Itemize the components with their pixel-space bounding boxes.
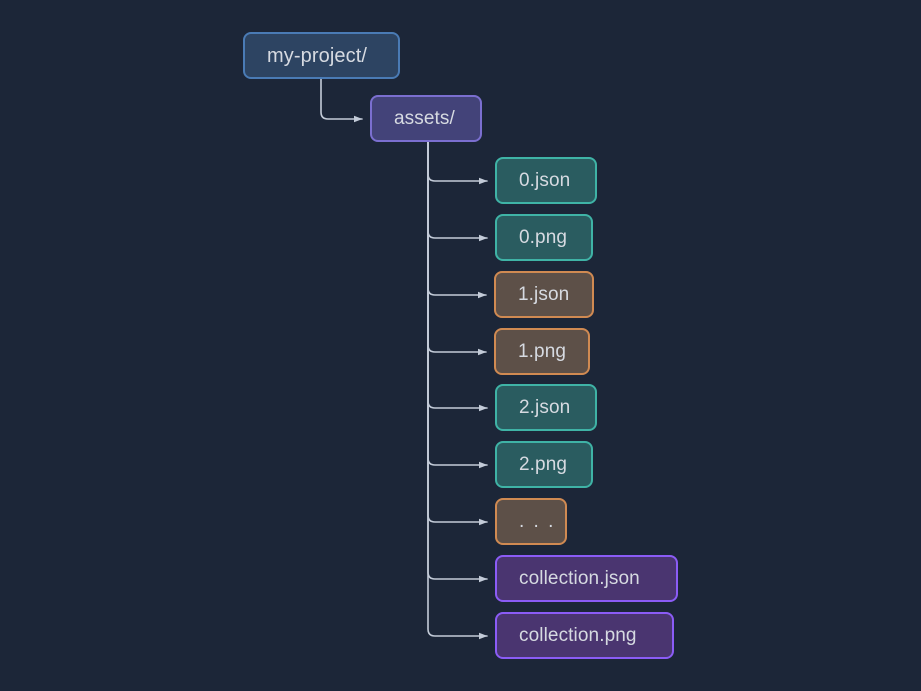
node-1-json[interactable]: 1.json: [494, 271, 594, 318]
node-my-project[interactable]: my-project/: [243, 32, 400, 79]
node-label-collection-json: collection.json: [519, 568, 640, 589]
edge-assets-to-1-json: [427, 141, 487, 299]
node-label-assets: assets/: [394, 108, 455, 129]
node-label-collection-png: collection.png: [519, 625, 637, 646]
node-collection-json[interactable]: collection.json: [495, 555, 678, 602]
node-label-0-png: 0.png: [519, 227, 568, 248]
edge-assets-to-0-json: [427, 141, 488, 185]
node-ellipsis[interactable]: . . .: [495, 498, 567, 545]
node-label-1-png: 1.png: [518, 341, 567, 362]
node-0-json[interactable]: 0.json: [495, 157, 597, 204]
node-label-1-json: 1.json: [518, 284, 570, 305]
edge-assets-to-2-json: [427, 141, 488, 412]
node-label-ellipsis: . . .: [519, 511, 556, 532]
edge-root-to-assets: [320, 78, 363, 123]
node-2-json[interactable]: 2.json: [495, 384, 597, 431]
edge-assets-to-1-png: [427, 141, 487, 356]
node-2-png[interactable]: 2.png: [495, 441, 593, 488]
node-1-png[interactable]: 1.png: [494, 328, 590, 375]
node-label-2-json: 2.json: [519, 397, 571, 418]
edge-assets-to-collection-png: [427, 141, 488, 640]
node-label-my-project: my-project/: [267, 44, 368, 67]
edge-assets-to-collection-json: [427, 141, 488, 583]
edge-assets-to-2-png: [427, 141, 488, 469]
node-collection-png[interactable]: collection.png: [495, 612, 674, 659]
node-label-0-json: 0.json: [519, 170, 571, 191]
node-assets[interactable]: assets/: [370, 95, 482, 142]
node-0-png[interactable]: 0.png: [495, 214, 593, 261]
node-label-2-png: 2.png: [519, 454, 568, 475]
edge-assets-to-0-png: [427, 141, 488, 242]
edge-assets-to-ellipsis: [427, 141, 488, 526]
